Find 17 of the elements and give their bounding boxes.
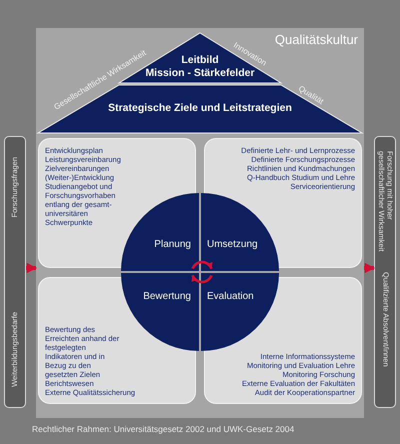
panel-title: Qualitätskultur xyxy=(274,32,358,47)
cycle-quadrant xyxy=(121,273,199,351)
quadrant-label: Bewertung xyxy=(143,291,191,302)
arrow xyxy=(26,262,38,274)
caption-text: Rechtlicher Rahmen: Universitätsgesetz 2002 und UWK-Gesetz 2004 xyxy=(32,424,294,434)
quadrant-label: Umsetzung xyxy=(207,239,258,250)
quality-culture-panel xyxy=(36,28,364,418)
quadrant-label: Planung xyxy=(154,239,191,250)
side-bar xyxy=(4,136,26,408)
arrow xyxy=(191,260,213,270)
side-bar xyxy=(374,136,396,408)
cycle-quadrant xyxy=(121,193,199,271)
arrow xyxy=(364,262,376,274)
quadrant-label: Evaluation xyxy=(207,291,254,302)
cycle-quadrant xyxy=(201,273,279,351)
arrow xyxy=(191,274,213,284)
cycle-quadrant xyxy=(201,193,279,271)
